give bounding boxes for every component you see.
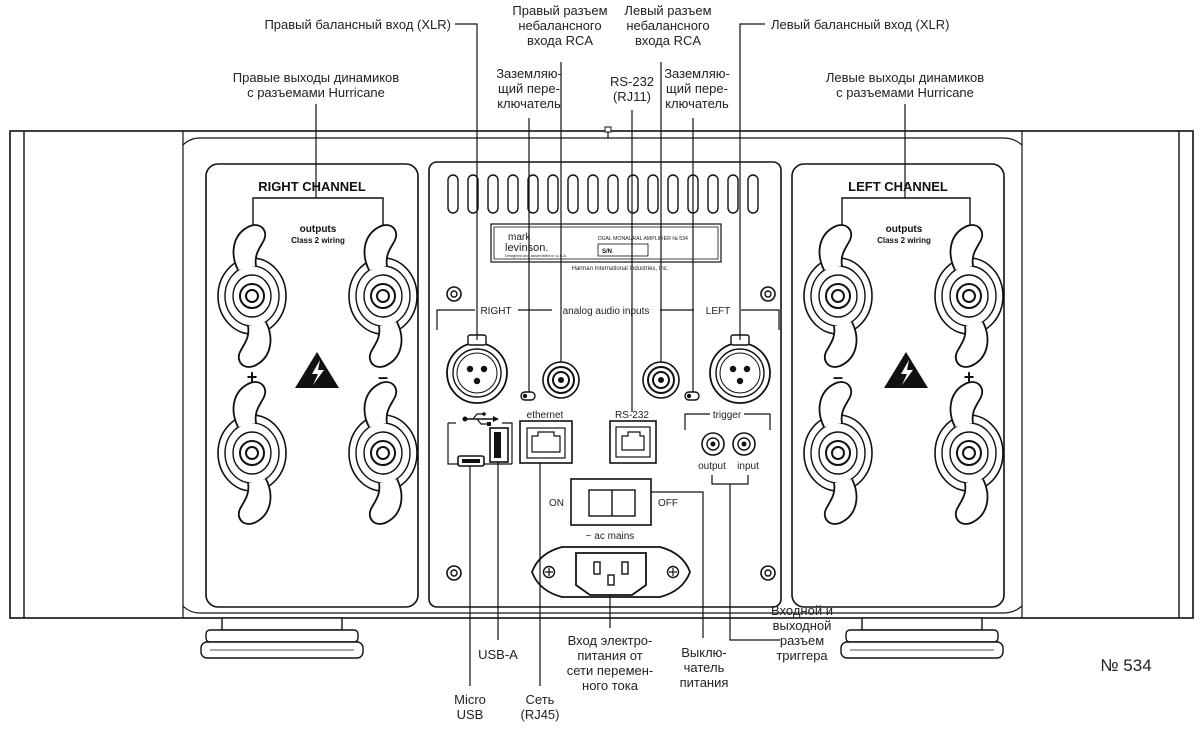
brand-tagline: Designed and assembled in U.S.A.	[505, 253, 567, 258]
left-ground-switch	[684, 391, 700, 401]
left-foot	[200, 617, 364, 659]
right-channel-plate: RIGHT CHANNEL outputs Class 2 wiring + –	[205, 163, 419, 608]
callout-speakers-left: Левые выходы динамиков с разъемами Hurri…	[825, 70, 985, 100]
left-channel-plate: LEFT CHANNEL outputs Class 2 wiring – +	[791, 163, 1005, 608]
ethernet-port: ethernet	[519, 410, 573, 464]
usb-icon	[462, 412, 499, 426]
callout-power-switch: Выклю- чатель питания	[679, 645, 729, 690]
manufacturer-label: Harman International Industries, Inc.	[572, 266, 669, 272]
right-foot	[840, 617, 1004, 659]
left-class2-label: Class 2 wiring	[877, 236, 931, 245]
left-warning-icon	[884, 352, 928, 388]
figure-number: № 534	[1100, 656, 1152, 675]
callout-power-inlet: Вход электро- питания от сети перемен- н…	[566, 633, 654, 693]
ethernet-label: ethernet	[527, 410, 564, 421]
power-switch: ON OFF ~ ac mains	[549, 478, 678, 542]
trigger-jacks: trigger output input	[684, 410, 771, 472]
callout-xlr-right: Правый балансный вход (XLR)	[264, 17, 451, 32]
left-minus-sign: –	[833, 367, 843, 387]
left-plus-sign: +	[964, 367, 975, 387]
switch-off-label: OFF	[658, 498, 678, 509]
ac-inlet	[531, 546, 691, 598]
callout-rca-left: Левый разъем небалансного входа RCA	[624, 3, 712, 48]
switch-on-label: ON	[549, 498, 564, 509]
right-warning-icon	[295, 352, 339, 388]
trigger-label: trigger	[713, 410, 742, 421]
ventilation-slots	[447, 174, 759, 214]
callout-rs232: RS-232 (RJ11)	[609, 74, 655, 104]
leader-xlr-right	[455, 23, 478, 340]
serial-number-label: S/N	[602, 249, 612, 255]
center-panel: mark levinson. Designed and assembled in…	[428, 161, 782, 608]
callout-ground-left: Заземляю- щий пере- ключатель	[664, 66, 730, 111]
brand-name-line2: levinson.	[505, 242, 548, 254]
callout-speakers-right: Правые выходы динамиков с разъемами Hurr…	[232, 70, 400, 100]
right-plus-sign: +	[247, 367, 258, 387]
panel-screw-bottom-left	[446, 565, 462, 581]
callout-trigger: Входной и выходной разъем триггера	[771, 603, 833, 663]
rs232-port: RS-232	[609, 410, 657, 464]
callout-usb-a: USB-A	[478, 647, 518, 662]
leader-trigger-down	[729, 484, 780, 641]
panel-screw-top-left	[446, 286, 462, 302]
right-class2-label: Class 2 wiring	[291, 236, 345, 245]
left-channel-label: LEFT CHANNEL	[848, 179, 948, 194]
leader-lines	[315, 23, 906, 686]
model-label: DUAL MONAURAL AMPLIFIER № 534	[598, 236, 688, 242]
right-ground-switch	[520, 391, 536, 401]
left-outputs-label: outputs	[886, 224, 923, 235]
callout-micro-usb: Micro USB	[454, 692, 486, 722]
right-channel-label: RIGHT CHANNEL	[258, 179, 366, 194]
leader-power-switch	[651, 491, 704, 638]
left-rca-input	[642, 361, 680, 399]
right-minus-sign: –	[378, 367, 388, 387]
trigger-input-label: input	[737, 461, 759, 472]
callout-rca-right: Правый разъем небалансного входа RCA	[512, 3, 608, 48]
panel-screw-bottom-right	[760, 565, 776, 581]
analog-inputs-bracket: RIGHT analog audio inputs LEFT	[436, 306, 780, 330]
rs232-label: RS-232	[615, 410, 649, 421]
callout-network: Сеть (RJ45)	[520, 692, 560, 722]
panel-screw-top-right	[760, 286, 776, 302]
callout-ground-right: Заземляю- щий пере- ключатель	[496, 66, 562, 111]
trigger-output-label: output	[698, 461, 726, 472]
inputs-center-label: analog audio inputs	[563, 306, 650, 317]
brand-name-line1: mark	[508, 232, 531, 243]
ac-mains-label: ~ ac mains	[586, 531, 635, 542]
leader-xlr-left	[739, 23, 765, 340]
right-rca-input	[542, 361, 580, 399]
inputs-left-label: LEFT	[706, 306, 730, 317]
right-outputs-label: outputs	[300, 224, 337, 235]
inputs-right-label: RIGHT	[480, 306, 511, 317]
usb-ports	[447, 412, 513, 467]
brand-plate: mark levinson. Designed and assembled in…	[490, 223, 722, 263]
callout-xlr-left: Левый балансный вход (XLR)	[771, 17, 950, 32]
